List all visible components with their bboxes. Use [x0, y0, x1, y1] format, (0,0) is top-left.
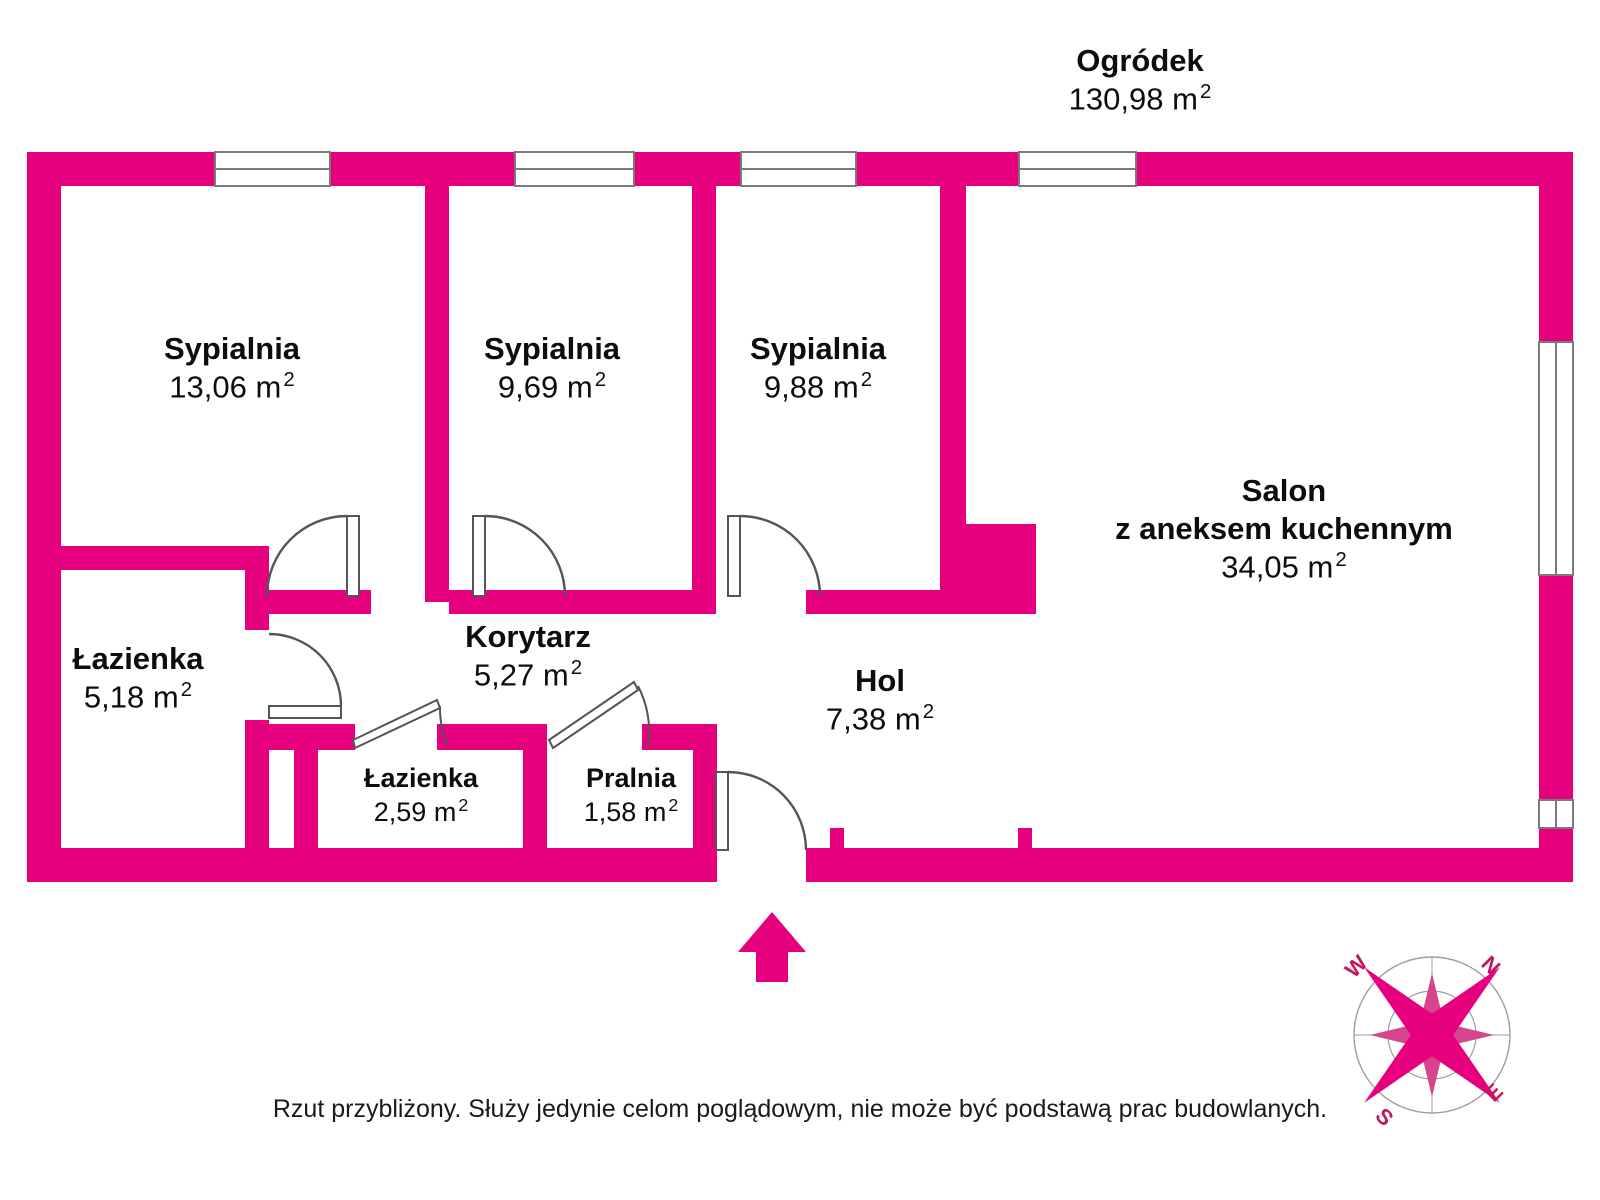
wall-entry-jamb-left — [705, 724, 717, 850]
korytarz-name: Korytarz — [465, 619, 591, 654]
wall-top-seg-3 — [634, 152, 741, 186]
compass-label-north: N — [1476, 951, 1505, 980]
sypialnia-3-area: 9,88 m2 — [763, 367, 873, 405]
wall-corridor-top-seg-2 — [449, 590, 716, 614]
doors — [265, 514, 822, 851]
wall-lazienka2-right — [523, 736, 547, 860]
window-top-1 — [214, 151, 331, 187]
door-sypialnia-1 — [265, 514, 360, 597]
lazienka-1-name: Łazienka — [72, 641, 204, 676]
wall-between-bed2-bed3 — [692, 186, 716, 602]
door-lazienka-2 — [351, 698, 449, 750]
sypialnia-2-name: Sypialnia — [483, 331, 621, 366]
wall-between-bed1-bed2 — [425, 186, 449, 602]
door-entrance — [715, 770, 808, 851]
window-top-4 — [1018, 151, 1137, 187]
label-ogrodek: Ogródek 130,98 m2 — [940, 42, 1340, 118]
sypialnia-1-name: Sypialnia — [163, 331, 301, 366]
wall-lazienka1-right-upper — [245, 546, 269, 630]
wall-bed3-salon-upper — [940, 186, 966, 524]
salon-area: 34,05 m2 — [1221, 547, 1347, 584]
wall-bottom-left — [27, 848, 717, 882]
label-sypialnia-2: Sypialnia 9,69 m2 — [392, 330, 712, 406]
wall-bottom-right — [806, 848, 1573, 882]
compass-rose: N W E S — [1340, 950, 1511, 1131]
korytarz-area: 5,27 m2 — [473, 655, 583, 693]
wall-left-exterior — [27, 152, 61, 882]
salon-name-2: z aneksem kuchennym — [1115, 510, 1453, 546]
compass-major-points — [1364, 967, 1500, 1103]
lazienka-1-area: 5,18 m2 — [83, 677, 193, 715]
door-pralnia — [547, 680, 651, 750]
wall-top-seg-5 — [1136, 152, 1573, 186]
label-lazienka-1: Łazienka 5,18 m2 — [18, 640, 258, 716]
windows — [214, 151, 1574, 829]
wall-right-seg-3 — [1539, 828, 1573, 882]
ogrodek-name: Ogródek — [1076, 43, 1204, 78]
label-sypialnia-3: Sypialnia 9,88 m2 — [658, 330, 978, 406]
wall-lazienka2-left — [294, 736, 318, 860]
salon-name: Salon — [1241, 473, 1327, 508]
disclaimer-text: Rzut przybliżony. Służy jedynie celom po… — [272, 1095, 1328, 1123]
label-hol: Hol 7,38 m2 — [750, 662, 1010, 738]
sypialnia-3-name: Sypialnia — [749, 331, 887, 366]
window-right-1 — [1538, 341, 1574, 576]
wall-top-seg-4 — [856, 152, 1019, 186]
wall-bed3-salon-jog — [940, 524, 1036, 602]
wall-top-seg-2 — [330, 152, 515, 186]
door-sypialnia-3 — [727, 514, 822, 597]
wall-corridor-top-seg-3 — [806, 590, 1036, 614]
hol-area: 7,38 m2 — [825, 699, 935, 737]
sypialnia-1-area: 13,06 m2 — [169, 367, 295, 405]
door-sypialnia-2 — [472, 514, 567, 597]
compass-label-west: W — [1340, 950, 1373, 983]
window-right-2 — [1538, 799, 1574, 829]
wall-right-seg-2 — [1539, 575, 1573, 800]
label-sypialnia-1: Sypialnia 13,06 m2 — [72, 330, 392, 406]
label-korytarz: Korytarz 5,27 m2 — [378, 618, 678, 694]
sypialnia-2-area: 9,69 m2 — [497, 367, 607, 405]
wall-lazienka1-top — [45, 546, 269, 570]
wall-right-seg-1 — [1539, 152, 1573, 342]
entrance-arrow — [738, 912, 806, 982]
lazienka-2-name: Łazienka — [363, 763, 479, 793]
window-top-3 — [740, 151, 857, 187]
walls — [27, 152, 1573, 882]
door-lazienka-1 — [268, 632, 343, 719]
wall-stub-2 — [1018, 828, 1032, 882]
wall-stub-1 — [830, 828, 844, 882]
ogrodek-area: 130,98 m2 — [1068, 79, 1212, 117]
pralnia-name: Pralnia — [585, 763, 677, 793]
label-salon: Salon z aneksem kuchennym 34,05 m2 — [1028, 472, 1540, 586]
window-top-2 — [514, 151, 635, 187]
hol-name: Hol — [855, 663, 905, 698]
